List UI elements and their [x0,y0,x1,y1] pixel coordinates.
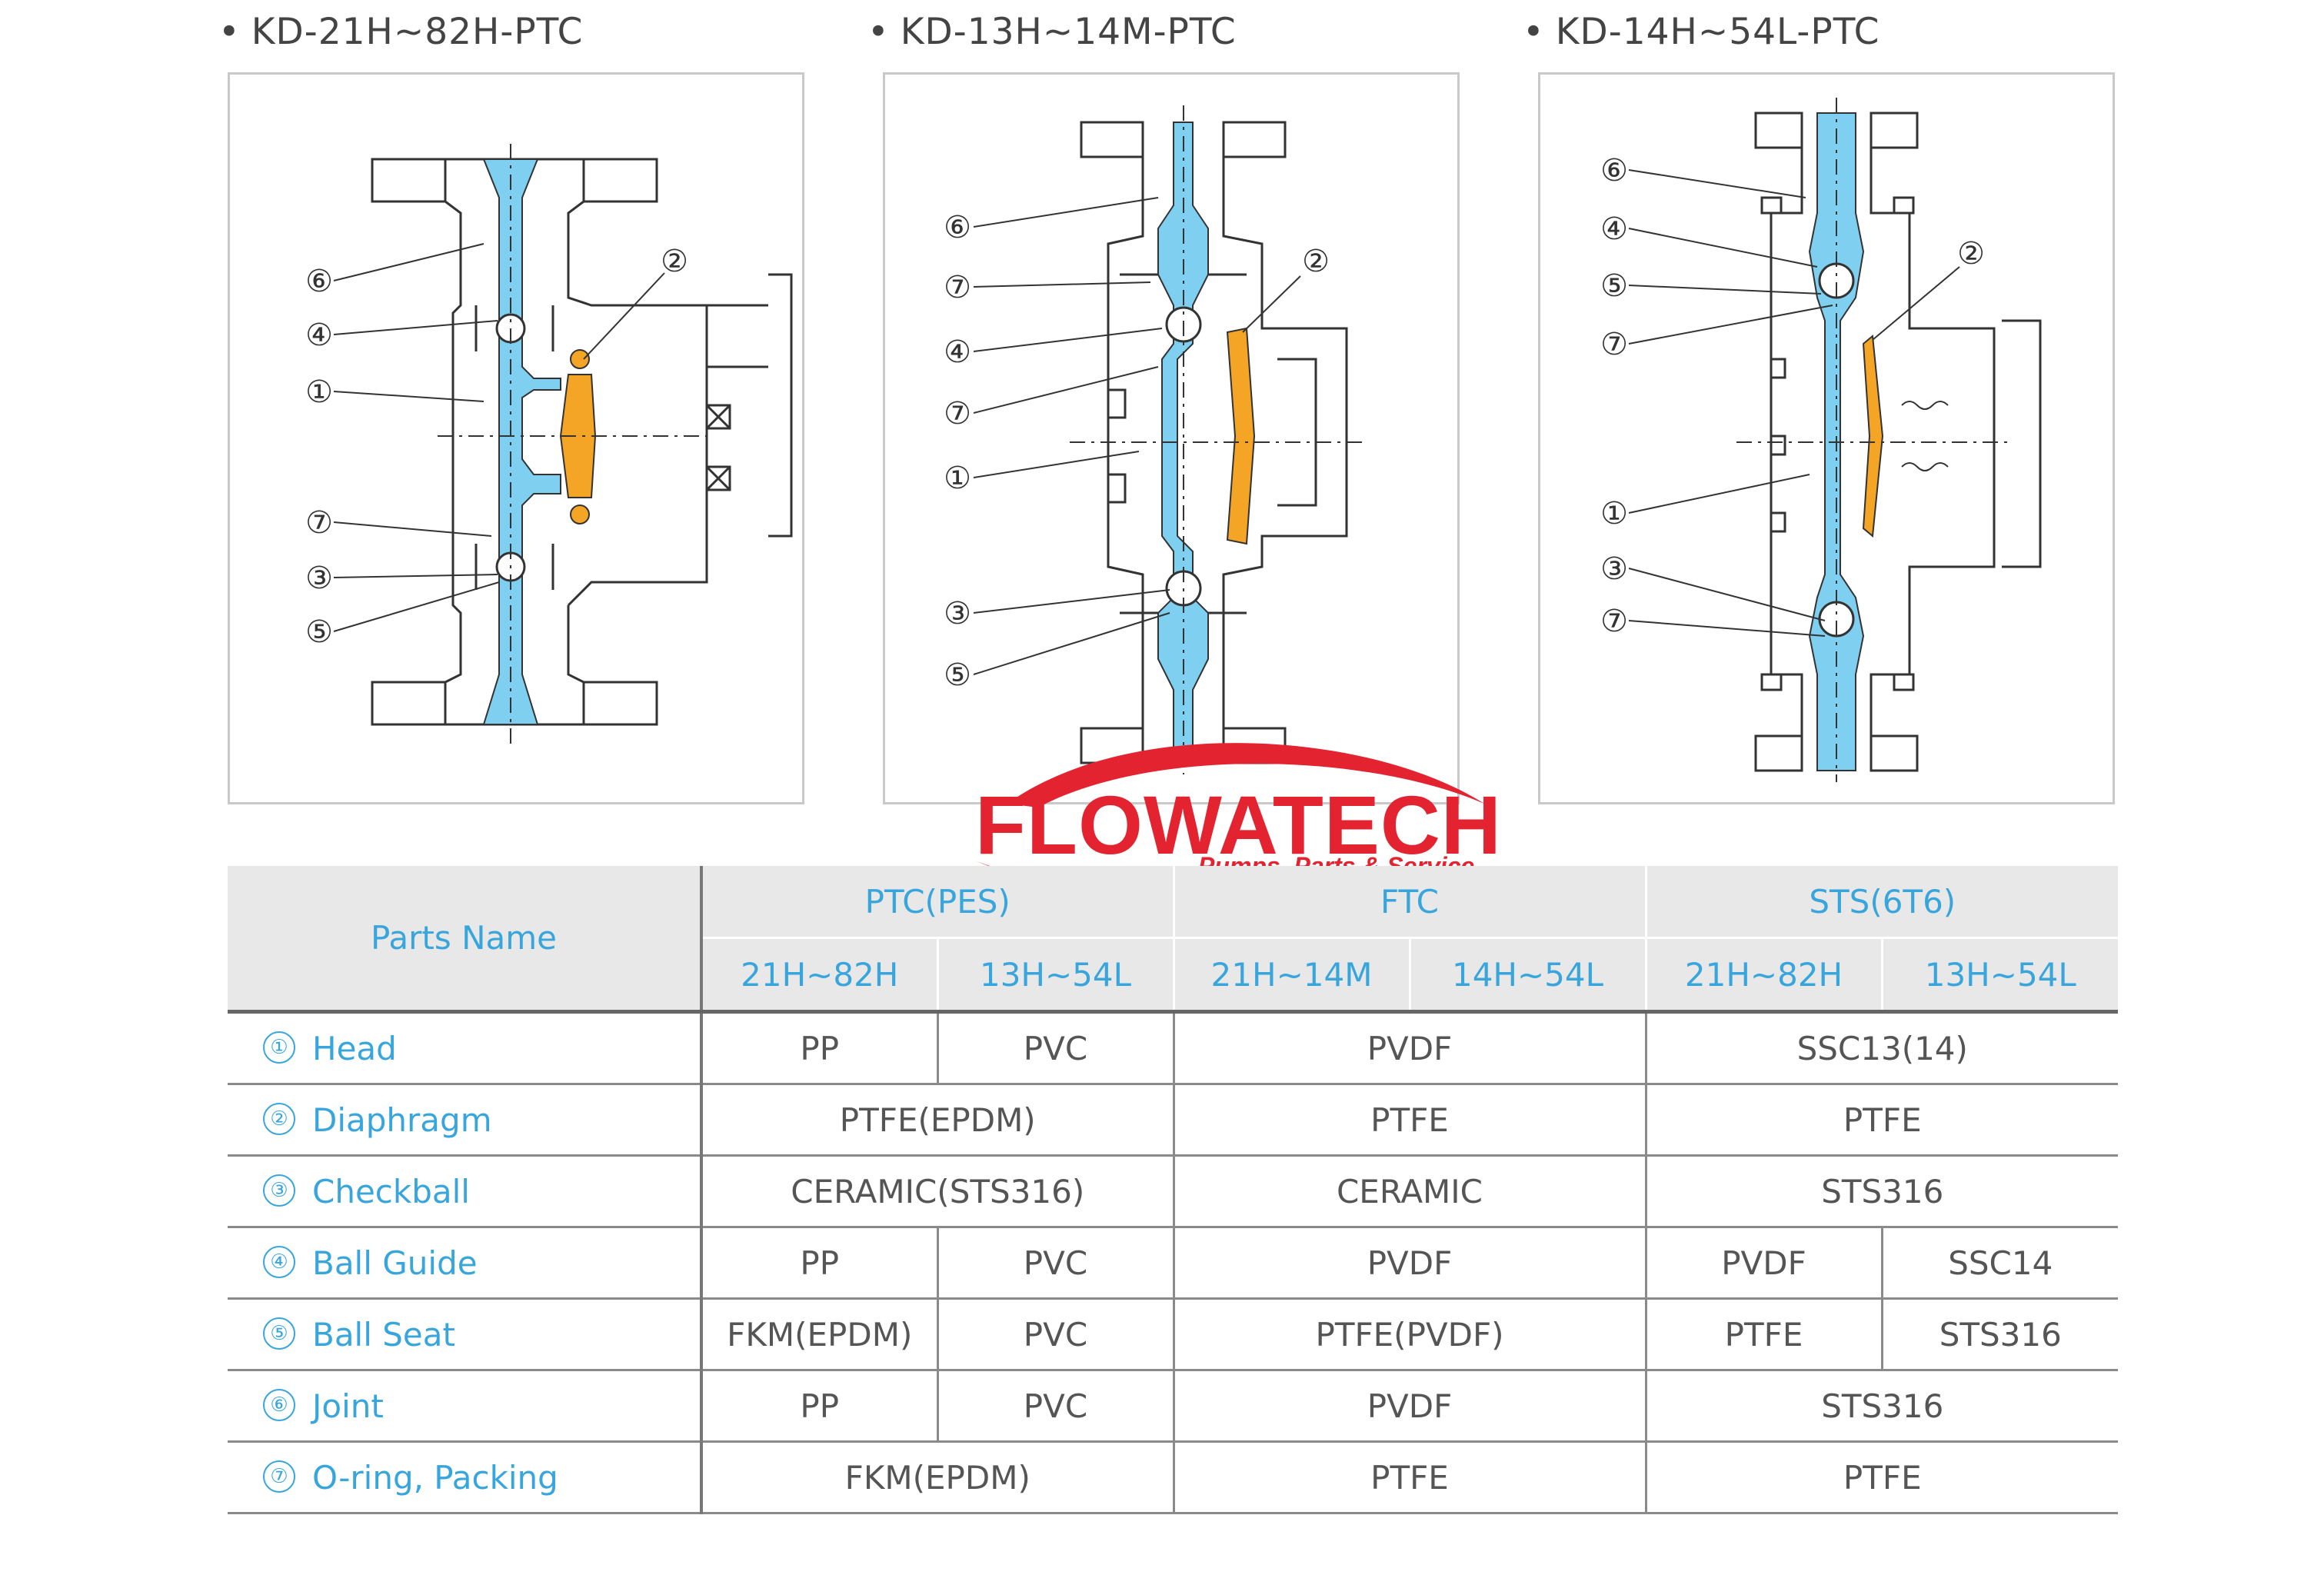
table-cell: STS316 [1646,1370,2119,1443]
header-group-ptc: PTC(PES) [701,866,1175,939]
table-cell: CERAMIC(STS316) [701,1155,1175,1228]
table-cell: SSC14 [1882,1227,2119,1300]
logo-name: FLOWATECH [975,778,1502,871]
diagram-panel-2: ⑥ ⑦ ④ ⑦ ① ③ ⑤ ② [883,72,1460,804]
table-cell: PTFE [1174,1084,1647,1157]
callout-7: ⑦ [1600,327,1628,362]
callout-1: ① [944,461,971,496]
pump-diagram-1: ⑥ ④ ① ⑦ ③ ⑤ ② [305,144,793,744]
table-cell: FKM(EPDM) [701,1298,939,1371]
table-cell: PVC [937,1011,1175,1085]
table-cell: PP [701,1011,939,1085]
diagram-panel-1: ⑥ ④ ① ⑦ ③ ⑤ ② [228,72,804,804]
callout-2: ② [1957,236,1985,271]
table-cell: PTFE(PVDF) [1174,1298,1647,1371]
table-cell: PTFE [1646,1298,1883,1371]
header-group-ftc: FTC [1174,866,1647,939]
callout-3: ③ [305,561,333,596]
table-cell: PP [701,1227,939,1300]
callout-3: ③ [1600,551,1628,587]
model-title-1: •KD-21H~82H-PTC [218,11,584,53]
table-cell: STS316 [1646,1155,2119,1228]
table-cell: SSC13(14) [1646,1011,2119,1085]
callout-6: ⑥ [944,210,971,245]
header-group-sts: STS(6T6) [1646,866,2119,939]
table-cell: FKM(EPDM) [701,1441,1175,1514]
part-number: ④ [263,1246,295,1278]
table-cell: PTFE [1174,1441,1647,1514]
callout-6: ⑥ [305,264,333,299]
part-number: ⑥ [263,1389,295,1421]
callout-5: ⑤ [944,658,971,693]
table-cell: CERAMIC [1174,1155,1647,1228]
header-parts-name: Parts Name [228,866,703,1014]
callout-6: ⑥ [1600,153,1628,188]
subheader: 13H~54L [937,937,1175,1014]
callout-7: ⑦ [944,396,971,431]
callout-7: ⑦ [944,270,971,305]
logo-swoosh [977,743,1484,890]
table-cell: PVC [937,1298,1175,1371]
callout-7: ⑦ [1600,604,1628,639]
table-cell: PVDF [1174,1227,1647,1300]
subheader: 14H~54L [1410,937,1647,1014]
pump-diagram-3: ⑥ ④ ⑤ ⑦ ① ③ ⑦ ② [1600,98,2042,782]
callout-5: ⑤ [305,614,333,650]
table-cell: PVDF [1174,1370,1647,1443]
callout-1: ① [305,375,333,410]
callout-2: ② [661,244,688,279]
callout-1: ① [1600,496,1628,531]
model-title-2: •KD-13H~14M-PTC [867,11,1237,53]
table-cell: PVC [937,1370,1175,1443]
table-cell: PVDF [1646,1227,1883,1300]
callout-7: ⑦ [305,505,333,541]
part-number: ① [263,1031,295,1064]
table-cell: STS316 [1882,1298,2119,1371]
table-cell: PVC [937,1227,1175,1300]
callout-4: ④ [1600,211,1628,247]
diagram-panel-3: ⑥ ④ ⑤ ⑦ ① ③ ⑦ ② [1538,72,2115,804]
subheader: 21H~14M [1174,937,1411,1014]
table-cell: PTFE [1646,1084,2119,1157]
model-title-3: •KD-14H~54L-PTC [1523,11,1880,53]
parts-table: Parts Name PTC(PES) FTC STS(6T6) 21H~82H… [228,866,2119,1514]
part-number: ③ [263,1174,295,1207]
part-number: ② [263,1103,295,1135]
subheader: 21H~82H [1646,937,1883,1014]
callout-5: ⑤ [1600,268,1628,304]
callout-3: ③ [944,596,971,631]
part-number: ⑤ [263,1317,295,1350]
callout-4: ④ [305,318,333,353]
table-cell: PTFE(EPDM) [701,1084,1175,1157]
part-number: ⑦ [263,1460,295,1493]
callout-4: ④ [944,335,971,370]
subheader: 13H~54L [1882,937,2119,1014]
subheader: 21H~82H [701,937,939,1014]
table-cell: PTFE [1646,1441,2119,1514]
callout-2: ② [1302,244,1330,279]
pump-diagram-2: ⑥ ⑦ ④ ⑦ ① ③ ⑤ ② [944,105,1362,774]
table-cell: PVDF [1174,1011,1647,1085]
table-cell: PP [701,1370,939,1443]
